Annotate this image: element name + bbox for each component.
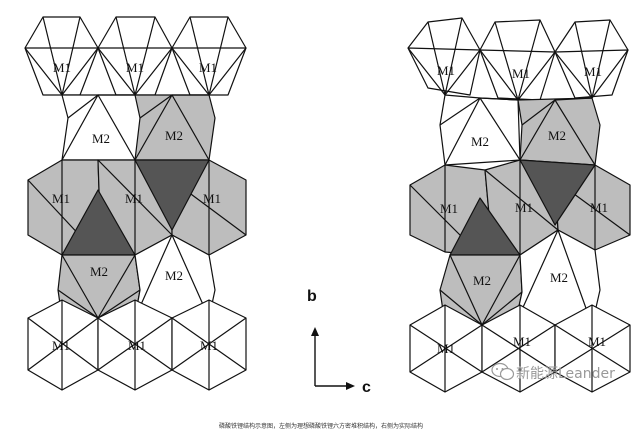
octahedron-m1 (554, 304, 631, 393)
site-label: M2 (550, 270, 568, 285)
octahedron-m2 (439, 94, 521, 166)
site-label: M2 (92, 131, 110, 146)
site-label: M1 (53, 60, 71, 75)
site-label: M1 (588, 334, 606, 349)
site-label: M1 (203, 191, 221, 206)
site-label: M2 (473, 273, 491, 288)
site-label: M2 (471, 134, 489, 149)
octahedron-m1 (24, 16, 99, 96)
site-label: M2 (165, 268, 183, 283)
arrow-up-icon (311, 327, 319, 336)
right-labels: M1 M1 M1 M2 M2 M1 M1 M1 M2 M2 M1 M1 M1 (437, 63, 608, 356)
octahedron-m1 (554, 19, 629, 99)
tetrahedron-dark (519, 159, 596, 226)
site-label: M2 (165, 128, 183, 143)
site-label: M1 (512, 66, 530, 81)
octahedron-m1 (171, 299, 247, 391)
wechat-icon (491, 362, 515, 381)
site-label: M2 (548, 128, 566, 143)
site-label: M1 (584, 64, 602, 79)
site-label: M1 (200, 338, 218, 353)
site-label: M1 (440, 201, 458, 216)
axis-label-c: c (362, 379, 371, 396)
site-label: M1 (126, 60, 144, 75)
octahedron-m1 (481, 304, 556, 393)
octahedron-m1 (407, 17, 481, 96)
octahedron-m2 (514, 229, 601, 326)
site-label: M1 (128, 338, 146, 353)
watermark: 新能源Leander (491, 362, 615, 382)
octahedron-m1 (479, 19, 556, 101)
axis-indicator (311, 327, 355, 390)
arrow-right-icon (346, 382, 355, 390)
ideal-structure (24, 16, 247, 391)
axis-label-b: b (307, 288, 317, 305)
octahedron-m1 (97, 16, 173, 96)
left-labels: M1 M1 M1 M2 M2 M1 M1 M1 M2 M2 M1 M1 M1 (52, 60, 221, 353)
site-label: M1 (125, 191, 143, 206)
actual-structure (407, 17, 631, 393)
site-label: M2 (90, 264, 108, 279)
tetrahedron-dark (134, 159, 210, 231)
site-label: M1 (513, 334, 531, 349)
octahedron-m1 (171, 16, 247, 96)
site-label: M1 (437, 63, 455, 78)
octahedron-m1 (409, 304, 483, 393)
watermark-text: 新能源Leander (516, 366, 615, 382)
site-label: M1 (515, 200, 533, 215)
site-label: M1 (52, 338, 70, 353)
site-label: M1 (199, 60, 217, 75)
figure-caption: 磷酸铁锂结构示意图，左侧为理想磷酸铁锂六方密堆积结构，右侧为实际结构 (219, 422, 423, 430)
octahedron-m2-shaded (134, 94, 216, 161)
site-label: M1 (437, 341, 455, 356)
site-label: M1 (590, 200, 608, 215)
site-label: M1 (52, 191, 70, 206)
